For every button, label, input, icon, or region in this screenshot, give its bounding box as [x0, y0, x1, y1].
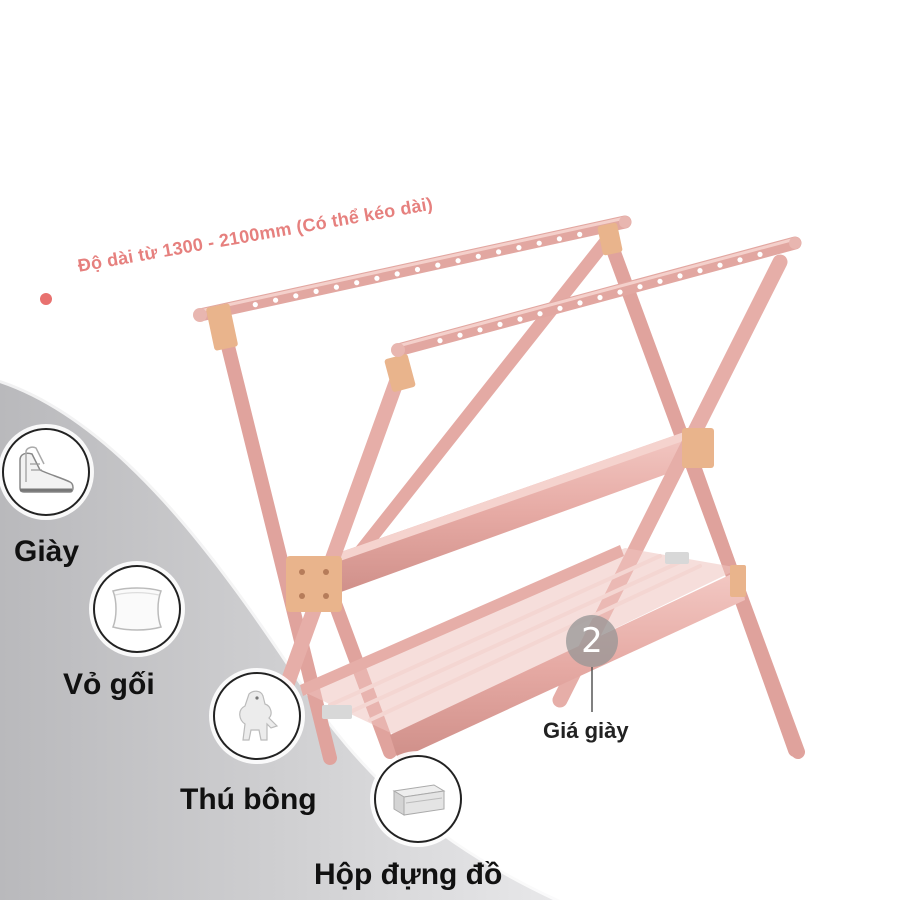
- pillowcase-icon: [111, 587, 163, 631]
- rail-hole: [717, 262, 723, 268]
- rail-hole: [313, 288, 319, 294]
- rail-hole: [354, 280, 360, 286]
- shelf-label: Giá giày: [543, 718, 629, 743]
- rail-hole: [394, 271, 400, 277]
- rail-hole: [537, 311, 543, 317]
- rail-hole: [516, 245, 522, 251]
- rail-hole: [677, 273, 683, 279]
- rail-hole: [597, 294, 603, 301]
- rail-hole: [617, 289, 623, 295]
- background-curve: [0, 380, 560, 900]
- rail-hole: [374, 275, 380, 281]
- rail-hole: [293, 293, 299, 299]
- rail-hole: [437, 338, 443, 344]
- rail-hole: [496, 249, 502, 255]
- rail-hole: [455, 258, 461, 264]
- dinosaur-toy-icon: [239, 690, 279, 741]
- rail-hole: [556, 236, 563, 242]
- item-label-shoes: Giày: [14, 535, 80, 568]
- rail-hole: [252, 302, 258, 308]
- item-label-stuffed-toy: Thú bông: [180, 783, 317, 816]
- rail-hole: [577, 300, 583, 306]
- bullet-dot: [40, 293, 52, 305]
- rail-hole: [273, 297, 279, 303]
- shelf-number-badge: 2: [566, 615, 618, 667]
- rail-hole: [497, 321, 503, 327]
- rail-hole: [737, 257, 743, 263]
- item-label-pillowcase: Vỏ gối: [63, 668, 155, 701]
- storage-box-icon: [392, 784, 446, 816]
- rail-hole: [457, 332, 463, 338]
- rail-hole: [536, 240, 542, 246]
- item-circle-storage-box: [374, 755, 462, 843]
- rail-hole: [414, 266, 421, 273]
- rail-hole: [757, 251, 763, 257]
- rail-hole: [697, 268, 703, 274]
- rail-hole: [435, 262, 441, 268]
- rail-hole: [475, 253, 481, 259]
- rail-hole: [333, 284, 339, 290]
- item-label-storage-box: Hộp đựng đồ: [314, 858, 503, 891]
- sneaker-icon: [19, 446, 74, 493]
- rail-hole: [657, 278, 663, 284]
- drying-rack: [193, 215, 805, 765]
- item-circle-stuffed-toy: [213, 672, 301, 760]
- item-circle-shoes: [2, 428, 90, 516]
- rail-hole: [577, 231, 583, 237]
- rail-hole: [477, 327, 483, 333]
- item-circle-pillowcase: [93, 565, 181, 653]
- rail-hole: [517, 316, 523, 322]
- rail-hole: [637, 284, 643, 290]
- rail-hole: [557, 305, 563, 311]
